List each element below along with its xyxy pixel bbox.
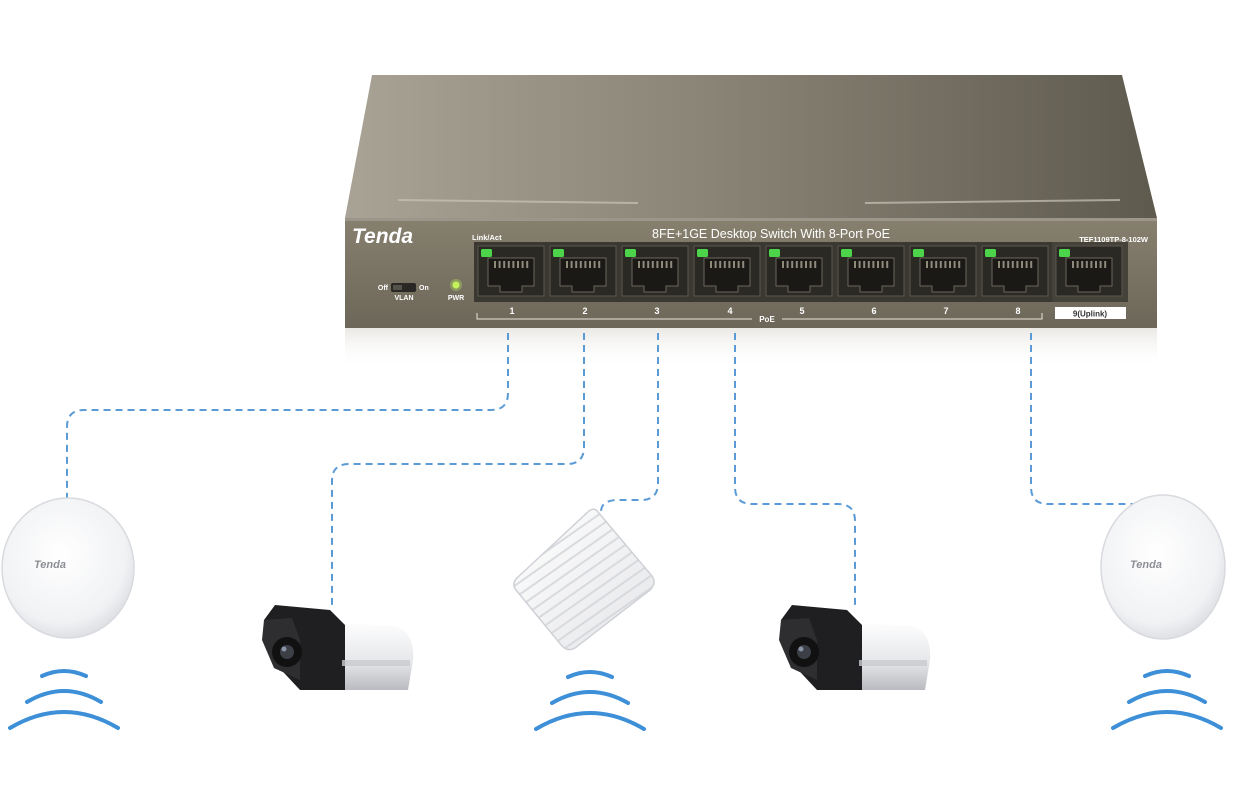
port-label-1: 1 <box>509 306 514 316</box>
vlan-off-label: Off <box>378 285 389 292</box>
vlan-on-label: On <box>419 285 429 292</box>
link-port4-camera-right <box>734 333 856 605</box>
link-led-9 <box>1059 249 1070 257</box>
port-number-labels: 1 2 3 4 5 6 7 8 <box>509 306 1020 316</box>
connection-lines <box>66 333 1135 605</box>
port-label-2: 2 <box>582 306 587 316</box>
link-act-label: Link/Act <box>472 233 502 242</box>
wifi-waves-left-icon <box>8 669 120 730</box>
panel-ap-center <box>513 508 655 651</box>
ceiling-ap-left: Tenda <box>1 497 135 639</box>
link-port8-ap-right <box>1030 333 1135 505</box>
port-label-4: 4 <box>727 306 732 316</box>
poe-port-5[interactable] <box>765 245 833 297</box>
link-led-6 <box>841 249 852 257</box>
ap-right-brand: Tenda <box>1130 559 1162 571</box>
poe-switch: Tenda 8FE+1GE Desktop Switch With 8-Port… <box>345 75 1157 368</box>
port-label-7: 7 <box>943 306 948 316</box>
model-number: TEF1109TP-8-102W <box>1079 235 1149 244</box>
link-led-2 <box>553 249 564 257</box>
port-label-6: 6 <box>871 306 876 316</box>
link-led-1 <box>481 249 492 257</box>
link-led-4 <box>697 249 708 257</box>
uplink-label-box <box>1055 307 1126 319</box>
port-label-5: 5 <box>799 306 804 316</box>
port-label-8: 8 <box>1015 306 1020 316</box>
pwr-label: PWR <box>448 295 464 302</box>
link-led-5 <box>769 249 780 257</box>
link-led-8 <box>985 249 996 257</box>
poe-port-1[interactable] <box>477 245 545 297</box>
ceiling-ap-right: Tenda <box>1100 494 1226 640</box>
port-label-3: 3 <box>654 306 659 316</box>
switch-top <box>345 75 1157 218</box>
poe-port-4[interactable] <box>693 245 761 297</box>
uplink-label: 9(Uplink) <box>1073 310 1108 319</box>
ap-left-brand: Tenda <box>34 559 66 571</box>
poe-port-2[interactable] <box>549 245 617 297</box>
link-led-7 <box>913 249 924 257</box>
ethernet-ports <box>477 245 1123 297</box>
poe-port-7[interactable] <box>909 245 977 297</box>
power-indicator: PWR <box>448 279 464 302</box>
bullet-camera-left <box>262 605 414 690</box>
link-port3-panel-ap <box>600 333 659 513</box>
poe-label: PoE <box>759 315 775 324</box>
link-port2-camera-left <box>331 333 585 605</box>
bullet-camera-right <box>779 605 931 690</box>
link-port1-ap-left <box>66 333 509 500</box>
link-led-3 <box>625 249 636 257</box>
vlan-toggle[interactable]: Off On VLAN <box>378 283 429 302</box>
poe-port-8[interactable] <box>981 245 1049 297</box>
switch-title: 8FE+1GE Desktop Switch With 8-Port PoE <box>652 227 890 241</box>
poe-port-3[interactable] <box>621 245 689 297</box>
switch-reflection <box>345 328 1157 368</box>
brand-logo: Tenda <box>352 225 413 248</box>
poe-port-6[interactable] <box>837 245 905 297</box>
wifi-waves-right-icon <box>1111 669 1223 730</box>
wifi-waves-center-icon <box>534 670 646 731</box>
vlan-label: VLAN <box>394 295 413 302</box>
uplink-port[interactable] <box>1055 245 1123 297</box>
